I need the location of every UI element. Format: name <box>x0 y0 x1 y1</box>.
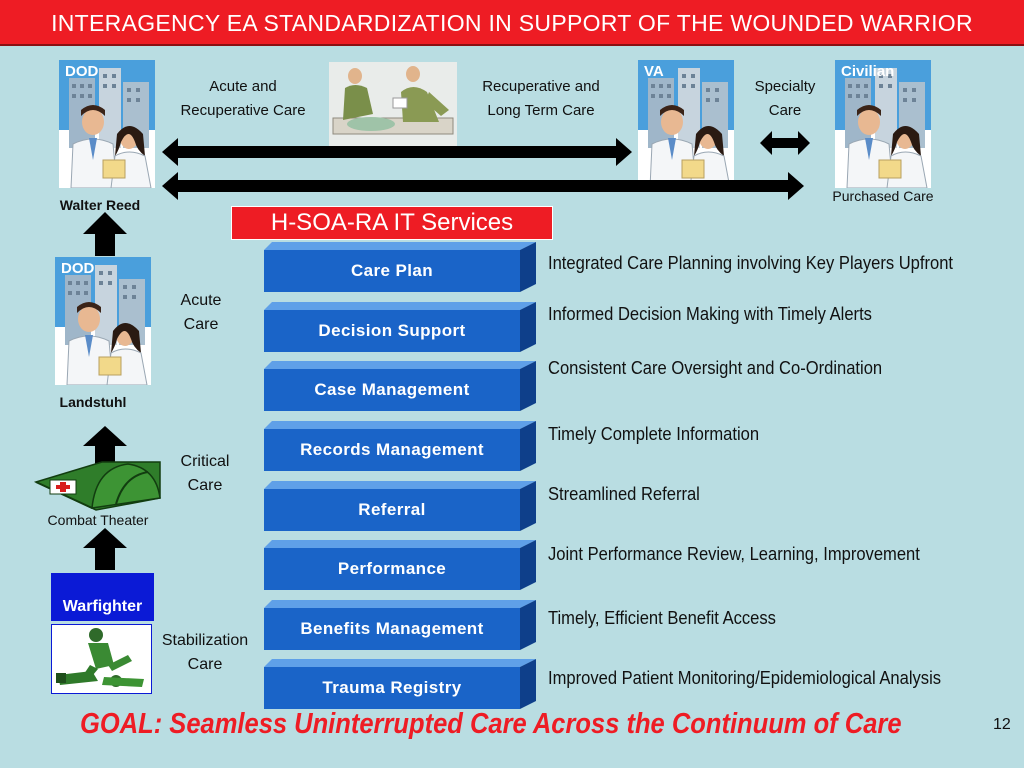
service-label: Care Plan <box>350 261 434 280</box>
service-description: Improved Patient Monitoring/Epidemiologi… <box>548 668 942 688</box>
acute-recuperative-care-label: Acute and Recuperative Care <box>180 78 306 119</box>
warfighter-label: Warfighter <box>62 598 143 615</box>
service-decision-support: Decision Support <box>264 302 536 352</box>
va-image: VA <box>638 60 734 188</box>
service-label: Decision Support <box>318 321 466 340</box>
service-records-management: Records Management <box>264 421 536 471</box>
service-case-management: Case Management <box>264 361 536 411</box>
soldier-image <box>51 624 152 694</box>
medical-team-image <box>329 62 457 148</box>
service-description: Joint Performance Review, Learning, Impr… <box>548 544 920 564</box>
service-label: Records Management <box>300 440 484 459</box>
arrow-specialty <box>760 131 810 155</box>
purchased-care-label: Purchased Care <box>832 188 934 204</box>
service-label: Referral <box>358 500 426 519</box>
care-continuum-arrows <box>162 131 810 200</box>
dod-landstuhl-image: DOD <box>55 257 151 385</box>
arrow-dod-to-va <box>162 138 632 166</box>
service-label: Trauma Registry <box>322 678 462 697</box>
arrow-dod-to-civilian <box>162 172 804 200</box>
title-bar <box>0 0 1024 46</box>
dod-tag: DOD <box>65 63 99 80</box>
up-arrow-icon <box>83 528 127 570</box>
walter-reed-label: Walter Reed <box>59 197 141 213</box>
service-trauma-registry: Trauma Registry <box>264 659 536 709</box>
slide-title: INTERAGENCY EA STANDARDIZATION IN SUPPOR… <box>51 10 973 36</box>
service-description: Streamlined Referral <box>548 484 700 504</box>
service-benefits-management: Benefits Management <box>264 600 536 650</box>
goal-statement: GOAL: Seamless Uninterrupted Care Across… <box>80 708 902 740</box>
page-number: 12 <box>993 716 1011 733</box>
stabilization-care-label: Stabilization Care <box>161 632 249 673</box>
up-arrow-icon <box>83 212 127 256</box>
specialty-care-label: Specialty Care <box>754 78 816 119</box>
landstuhl-label: Landstuhl <box>59 394 127 410</box>
civilian-tag: Civilian <box>841 63 895 80</box>
service-label: Performance <box>337 559 447 578</box>
dod-tag: DOD <box>61 260 95 277</box>
dod-walter-reed-image: DOD <box>59 60 155 188</box>
acute-care-label: Acute Care <box>180 292 222 333</box>
service-description: Timely, Efficient Benefit Access <box>548 608 776 628</box>
critical-care-label: Critical Care <box>180 453 230 494</box>
combat-theater-label: Combat Theater <box>47 512 149 528</box>
services-header: H-SOA-RA IT Services <box>231 206 553 240</box>
service-description: Informed Decision Making with Timely Ale… <box>548 304 872 324</box>
service-referral: Referral <box>264 481 536 531</box>
service-description: Integrated Care Planning involving Key P… <box>548 253 954 273</box>
va-tag: VA <box>644 63 664 80</box>
service-performance: Performance <box>264 540 536 590</box>
recuperative-long-term-care-label: Recuperative and Long Term Care <box>482 78 600 119</box>
service-description: Consistent Care Oversight and Co-Ordinat… <box>548 358 883 378</box>
civilian-image: Civilian <box>835 60 931 188</box>
warfighter-badge: Warfighter <box>51 573 154 621</box>
service-label: Case Management <box>314 380 470 399</box>
field-hospital-tent-icon <box>33 461 161 511</box>
service-label: Benefits Management <box>300 619 484 638</box>
up-arrow-icon <box>83 426 127 468</box>
service-care-plan: Care Plan <box>264 242 536 292</box>
service-description: Timely Complete Information <box>548 424 760 444</box>
